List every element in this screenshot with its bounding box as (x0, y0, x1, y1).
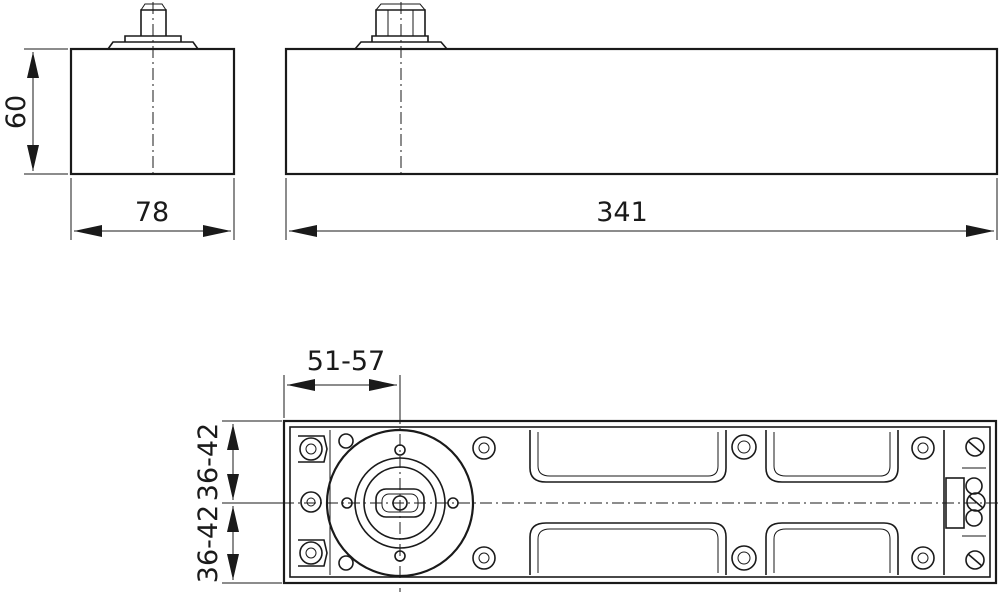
vertical-offset-dimensions: 36-42 36-42 (193, 420, 282, 584)
length-label: 341 (596, 197, 648, 228)
body-screws (472, 434, 935, 571)
length-dimension: 341 (285, 178, 998, 240)
top-view-inner-plate (289, 426, 991, 578)
side-view-body (69, 47, 236, 176)
front-view-body (284, 47, 999, 176)
upper-offset-label: 36-42 (193, 423, 224, 501)
top-view: 51-57 36-42 36-42 (193, 346, 998, 592)
height-dimension: 60 (1, 48, 68, 175)
spindle-offset-dimension: 51-57 (283, 346, 401, 418)
housing-channels (529, 430, 899, 575)
side-view: 60 78 (1, 2, 236, 240)
spindle-offset-label: 51-57 (307, 346, 385, 377)
top-view-outer-plate (282, 419, 998, 585)
lower-offset-label: 36-42 (193, 505, 224, 583)
side-width-label: 78 (135, 197, 169, 228)
side-width-dimension: 78 (70, 178, 235, 240)
front-view: 341 (284, 2, 999, 240)
height-label: 60 (1, 95, 32, 129)
